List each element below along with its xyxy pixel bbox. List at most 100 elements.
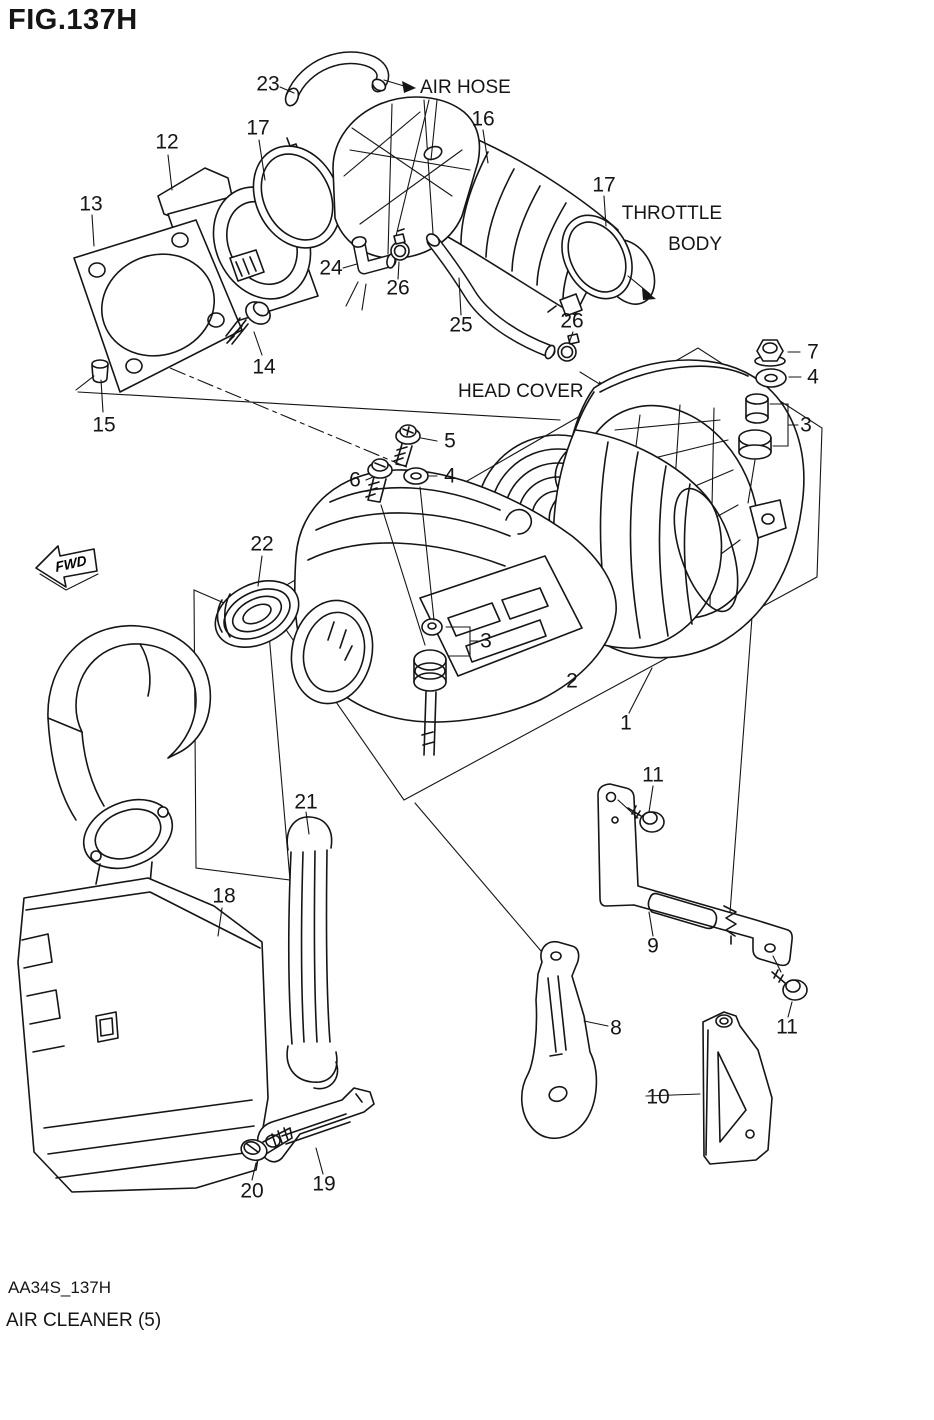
resonator-body xyxy=(17,877,269,1193)
label-head-cover: HEAD COVER xyxy=(458,381,584,402)
leader-12 xyxy=(167,154,173,191)
bracket10-edge-line xyxy=(705,1029,709,1156)
bracket10-body xyxy=(702,1011,773,1165)
callout-2: 2 xyxy=(566,669,578,693)
callout-15: 15 xyxy=(92,413,116,437)
sensor-connector xyxy=(229,249,265,282)
leader-1 xyxy=(628,667,653,714)
leader-5 xyxy=(420,437,438,442)
leader-21 xyxy=(305,811,310,835)
resonator-bottom-ribs xyxy=(43,1099,255,1179)
center-axis-line xyxy=(114,344,546,526)
label-air-hose: AIR HOSE xyxy=(420,77,511,98)
callout-4: 4 xyxy=(807,365,819,389)
leader-3-left xyxy=(445,626,479,657)
resonator-side-steps xyxy=(21,933,65,1053)
part7-nut xyxy=(754,339,801,367)
nut-dome xyxy=(762,342,778,354)
callout-21: 21 xyxy=(294,790,318,814)
elbow-pointer-lines xyxy=(345,281,367,311)
washer-hole xyxy=(764,373,778,383)
gasket-plate xyxy=(73,219,243,393)
clamp-screw xyxy=(286,137,291,147)
bolt-shank xyxy=(771,969,786,984)
intake-duct-elbow xyxy=(47,625,212,885)
part17-clamp-left xyxy=(252,137,342,249)
part13-gasket xyxy=(73,214,243,393)
leader-13 xyxy=(91,214,95,247)
cap-nut-top xyxy=(91,359,109,369)
hose23-end-left xyxy=(284,87,300,107)
boot-ring3 xyxy=(231,595,283,633)
bracket9-hole-top xyxy=(605,791,617,803)
part15-cap-nut xyxy=(75,359,109,413)
clamp-ring-inner xyxy=(560,345,574,359)
callout-14: 14 xyxy=(252,355,276,379)
bracket10-slot xyxy=(717,1051,747,1143)
clamp-ring-inner xyxy=(393,244,407,258)
element-pleat-scallops xyxy=(547,451,567,613)
cap-latch xyxy=(505,508,533,535)
spacer-peg-hole xyxy=(427,622,437,630)
element-end-cap xyxy=(673,487,739,613)
duct-flange-bolt xyxy=(90,850,102,862)
fwd-arrow-badge: FWD xyxy=(35,545,99,591)
sensor-connector-pins xyxy=(235,256,257,277)
callout-26: 26 xyxy=(386,276,410,300)
clamp-screw-tower xyxy=(559,293,583,317)
clamp-screw xyxy=(547,305,557,313)
web-lattice-lines xyxy=(343,99,471,255)
leader-23 xyxy=(279,86,295,94)
hose25-end-bottom xyxy=(544,344,556,360)
callout-11: 11 xyxy=(776,1015,798,1039)
gasket-hole xyxy=(171,232,189,248)
part11-bolt-lower xyxy=(771,955,808,1018)
grommet-bottom xyxy=(738,444,772,460)
bolt-threads xyxy=(225,317,249,345)
bolt-shank xyxy=(393,443,413,467)
part3-grommet-right xyxy=(738,393,799,504)
hose25-end-top xyxy=(425,233,441,247)
duct-hook-line xyxy=(139,643,151,697)
part3-grommet-left xyxy=(413,618,479,756)
boot-ring2 xyxy=(223,588,291,640)
bracket9-body xyxy=(597,783,793,967)
washer xyxy=(403,467,429,485)
leader-20 xyxy=(251,1162,257,1181)
leader-6 xyxy=(365,476,374,481)
grommet-stud xyxy=(421,691,437,756)
bracket9-spring-screw xyxy=(723,905,737,945)
bracket8-ribs xyxy=(547,975,567,1057)
hose-ribs xyxy=(460,151,593,300)
callout-13: 13 xyxy=(79,192,103,216)
air-hose-arrow-head xyxy=(402,81,416,93)
leader-25 xyxy=(458,277,462,316)
cap-inlet-inner xyxy=(302,611,366,693)
case-tab-hole xyxy=(761,513,775,525)
leader-17-right xyxy=(603,195,607,227)
leader-15 xyxy=(75,375,104,413)
cap-panel xyxy=(419,555,583,677)
washer-pointer-line xyxy=(419,486,435,621)
duct-elbow-band xyxy=(47,625,212,759)
duct-flange-outer xyxy=(82,798,174,870)
gasket-bore xyxy=(100,253,216,357)
grommet-sides xyxy=(413,659,447,683)
bolt-head-dome xyxy=(252,301,270,317)
callout-8: 8 xyxy=(610,1016,622,1040)
bolt-head-dome xyxy=(785,979,801,993)
bracket9-slot xyxy=(647,892,718,930)
callout-17: 17 xyxy=(592,173,616,197)
grommet-top xyxy=(413,649,447,671)
callout-5: 5 xyxy=(444,429,456,453)
air-hose-pointer-lines xyxy=(395,99,438,237)
air-hose-arrow-line xyxy=(383,79,405,87)
leader-22 xyxy=(257,555,263,587)
bracket8-hole-top xyxy=(550,951,562,961)
part8-bracket xyxy=(520,940,609,1139)
callout-18: 18 xyxy=(212,884,236,908)
part20-bolt xyxy=(240,1127,293,1181)
leader-19 xyxy=(315,1147,324,1175)
bracket9-foot-hole xyxy=(764,943,776,953)
